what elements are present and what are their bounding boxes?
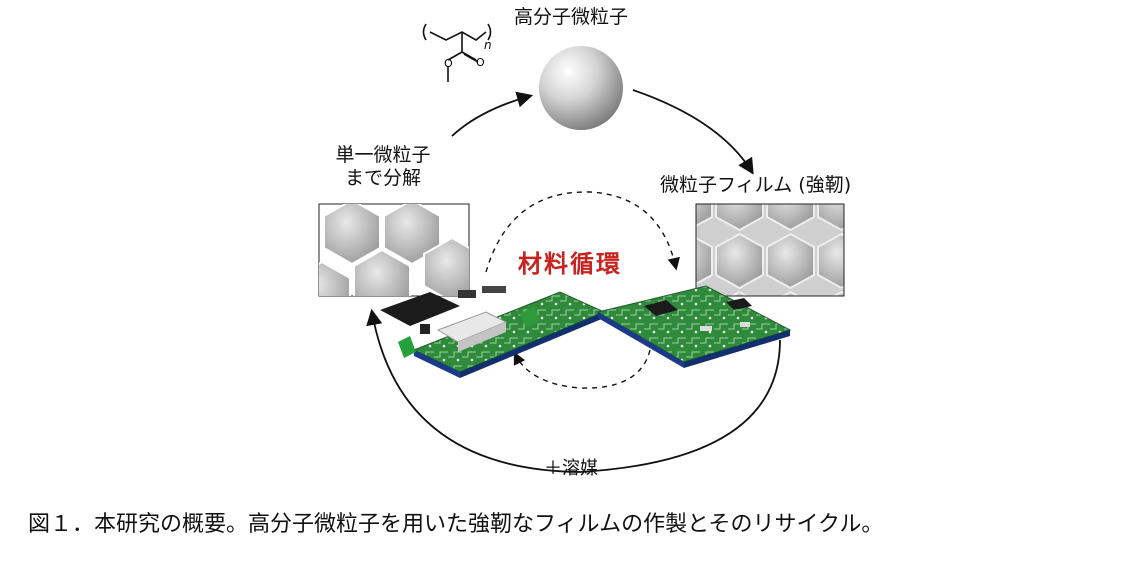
label-repeat-n: n <box>484 38 492 52</box>
label-material-cycle: 材料循環 <box>518 250 622 278</box>
polymer-oxygen-label: O <box>476 56 485 69</box>
label-particle-film: 微粒子フィルム (強靭) <box>660 174 852 196</box>
label-decompose-line1: 単一微粒子 <box>335 144 431 166</box>
label-polymer-particle: 高分子微粒子 <box>513 6 628 28</box>
polymer-oxygen-label-2: O <box>444 57 453 70</box>
arrow-solvent-recycle <box>366 308 781 473</box>
arrow-particle-to-film <box>632 89 754 175</box>
polymer-structure-icon <box>422 23 492 82</box>
polymer-particle-sphere <box>539 46 623 130</box>
dashed-arrow-top <box>485 191 680 273</box>
label-solvent: ＋溶媒 <box>544 458 598 479</box>
dashed-arrow-bottom <box>513 349 651 389</box>
particle-film-image <box>695 203 845 297</box>
disassembled-pcb-illustration <box>380 286 606 378</box>
assembled-pcb-illustration <box>596 285 792 368</box>
decomposed-particles-image <box>318 203 470 297</box>
label-decompose: 単一微粒子 まで分解 <box>318 144 448 190</box>
figure-caption: 図１．本研究の概要。高分子微粒子を用いた強靭なフィルムの作製とそのリサイクル。 <box>28 512 884 537</box>
label-decompose-line2: まで分解 <box>344 166 421 189</box>
arrow-decompose-to-particle <box>451 91 534 137</box>
